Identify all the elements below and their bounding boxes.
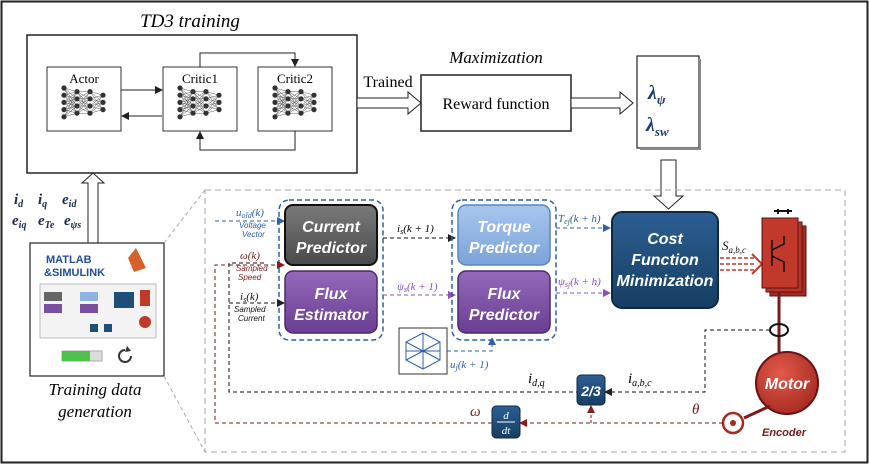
matlab-membrane-icon <box>128 248 146 272</box>
mini-torque-predictor <box>80 292 98 301</box>
td3-title: TD3 training <box>140 11 240 32</box>
trained-arrow <box>356 90 422 116</box>
progress-fill <box>62 351 90 361</box>
signal-uj-k1: uj(k + 1) <box>450 359 489 372</box>
training-data-label-2: generation <box>58 402 132 421</box>
error-row1: id iq eid <box>14 192 77 211</box>
actor-label: Actor <box>69 71 99 86</box>
mini-motor <box>139 316 151 328</box>
refresh-icon-head <box>125 346 131 352</box>
motor-label: Motor <box>765 376 810 393</box>
lambda-psi: λψ <box>647 82 666 107</box>
actor-nn-icon <box>61 85 106 120</box>
cost-label-2: Function <box>631 252 699 269</box>
derivative-numerator: d <box>503 410 509 422</box>
critic2-nn-icon <box>272 85 317 120</box>
cost-label-3: Minimization <box>617 273 714 290</box>
flux-predictor-block <box>457 270 551 334</box>
mpc-region <box>204 189 846 453</box>
mini-flux-predictor <box>80 304 98 313</box>
right-predictor-group <box>451 199 557 341</box>
lambda-box <box>636 55 700 149</box>
error-row2: eiq eTe eψs <box>12 213 81 232</box>
reward-function-label: Reward function <box>442 96 549 113</box>
encoder-label: Encoder <box>762 427 807 439</box>
lambda-to-cost-arrow <box>652 159 685 210</box>
signal-i-dq: id,q <box>528 371 545 389</box>
park-transform-label: 2/3 <box>580 383 601 399</box>
mini-cost-function <box>114 292 134 308</box>
simulink-model-thumbnail <box>39 283 157 339</box>
left-predictor-group <box>278 199 384 341</box>
lambda-sw: λsw <box>645 114 669 139</box>
training-data-label-1: Training data <box>48 380 141 399</box>
actor-network: Actor <box>46 66 122 132</box>
torque-predictor-block <box>457 204 551 266</box>
torque-predictor-label-1: Torque <box>477 219 531 236</box>
mini-flux-estimator <box>44 304 62 313</box>
signal-psis-k1: ψs(k + 1) <box>397 281 438 294</box>
inverter-icon <box>761 209 807 297</box>
derivative-denominator: dt <box>502 425 512 437</box>
critic1-label: Critic1 <box>182 71 218 86</box>
motor-icon <box>755 351 819 415</box>
signal-s-abc: Sa,b,c <box>722 238 746 255</box>
signal-omega: ω <box>470 404 481 420</box>
cost-label-1: Cost <box>647 231 683 248</box>
data-to-td3-arrow <box>80 172 106 244</box>
motor-shaft <box>743 404 771 420</box>
input-omega-k: ω(k) <box>240 250 260 262</box>
critic1-network: Critic1 <box>162 66 238 132</box>
flux-estimator-block <box>284 270 378 334</box>
flux-predictor-label-2: Predictor <box>469 307 540 324</box>
encoder-hub-icon <box>730 420 736 426</box>
signal-i-abc: ia,b,c <box>628 371 652 389</box>
arrow-critic2-critic1-bottom <box>196 131 296 151</box>
mini-inverter <box>140 290 150 306</box>
signal-theta: θ <box>692 402 700 418</box>
refresh-icon <box>118 349 132 363</box>
critic2-network: Critic2 <box>257 66 333 132</box>
arrow-critic1-critic2-top <box>199 52 299 67</box>
voltage-vector-hexagon-icon <box>398 327 448 375</box>
flux-estimator-label-2: Estimator <box>294 307 369 324</box>
arrow-uj-k1 <box>447 337 496 352</box>
feedback-idq-line <box>228 262 577 393</box>
signal-te-kh: Tej(k + h) <box>558 213 601 226</box>
cost-function-block <box>611 211 719 309</box>
signal-is-k1: is(k + 1) <box>397 223 434 236</box>
reward-to-lambda-arrow <box>570 90 634 116</box>
feedback-iabc-line <box>604 329 770 396</box>
critic1-nn-icon <box>177 85 222 120</box>
matlab-logo-text: MATLAB <box>46 254 92 266</box>
current-predictor-block <box>284 204 378 266</box>
reward-function-box <box>420 74 572 132</box>
signal-psisj-kh: ψsj(k + h) <box>558 276 601 289</box>
mini-current-predictor <box>44 292 62 301</box>
simulink-logo-text: &SIMULINK <box>44 267 105 279</box>
input-is-k: is(k) <box>240 291 259 304</box>
trained-label: Trained <box>363 74 412 91</box>
current-predictor-label-1: Current <box>302 219 360 236</box>
flux-predictor-label-1: Flux <box>488 286 522 303</box>
zoom-line-bottom <box>163 375 206 453</box>
torque-predictor-label-2: Predictor <box>469 240 540 257</box>
current-predictor-label-2: Predictor <box>296 240 367 257</box>
flux-estimator-label-1: Flux <box>315 286 349 303</box>
feedback-omega-line <box>214 264 492 424</box>
input-u-old: uold(k) <box>236 207 264 220</box>
critic2-label: Critic2 <box>277 71 313 86</box>
maximization-label: Maximization <box>448 48 543 67</box>
zoom-line-top <box>163 189 206 244</box>
